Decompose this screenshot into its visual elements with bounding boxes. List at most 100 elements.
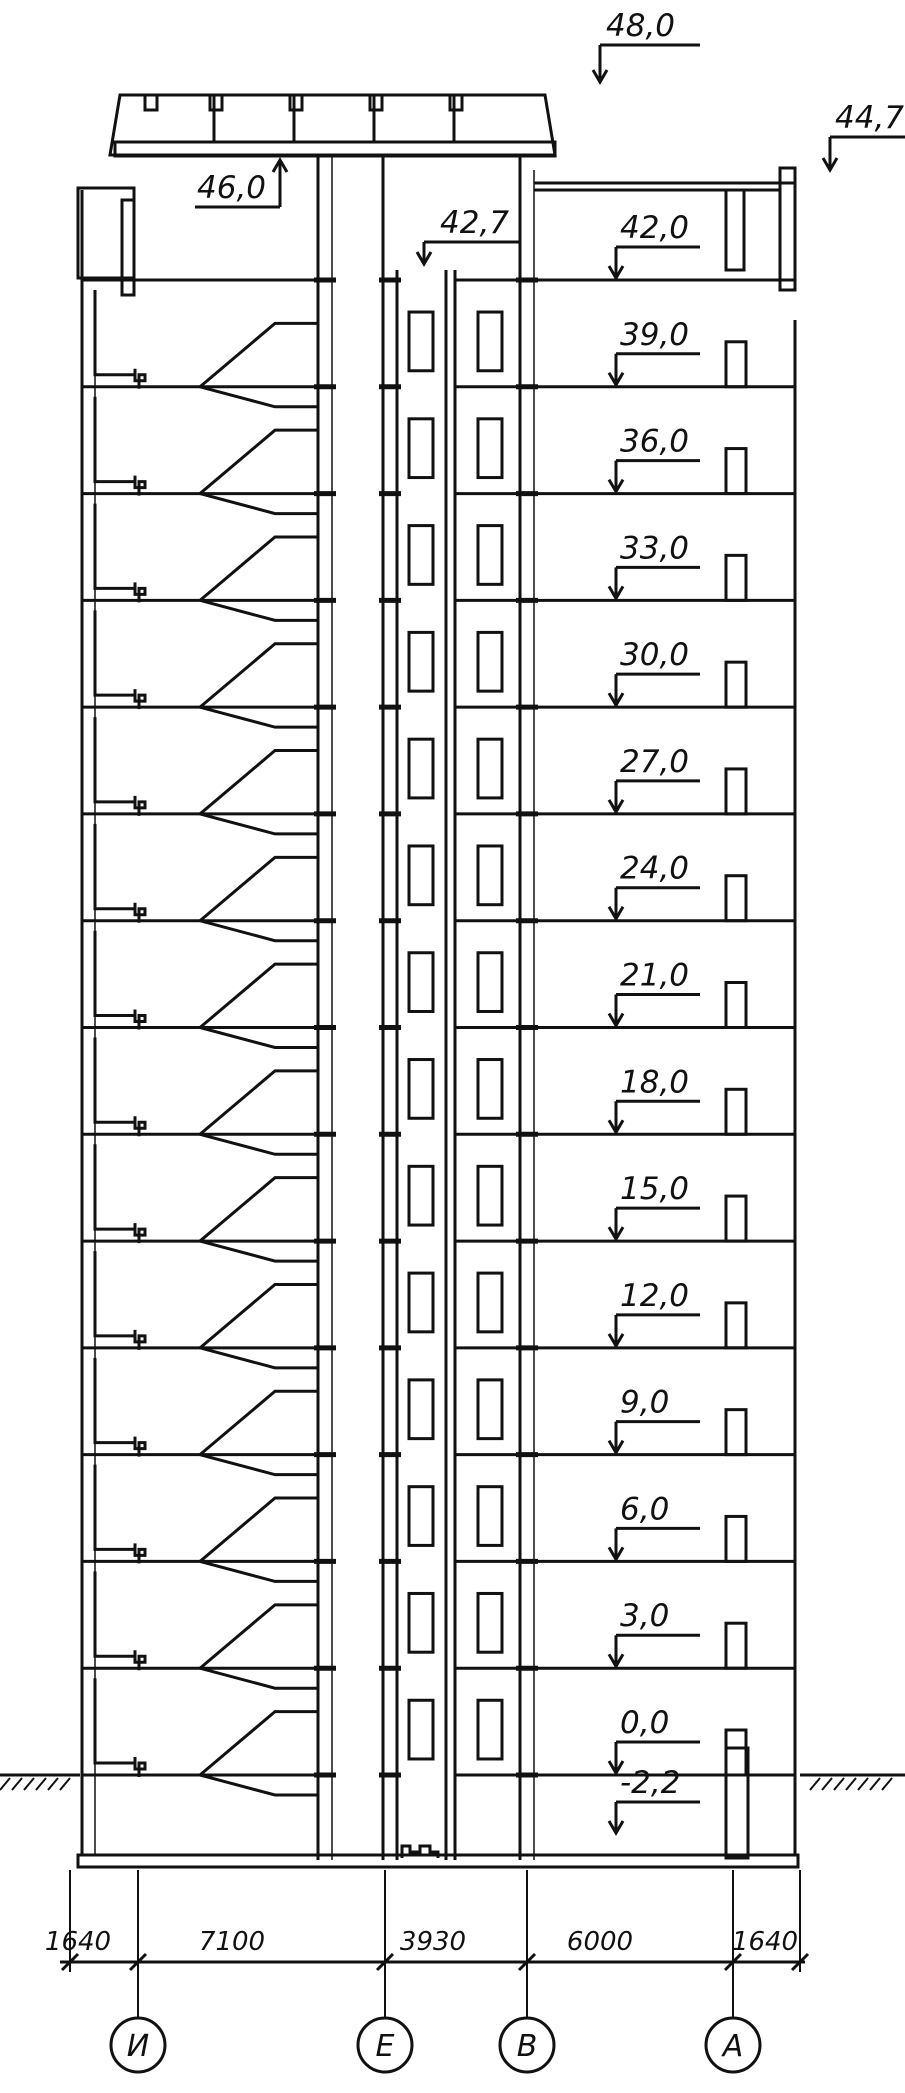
shaft-opening (407, 1378, 435, 1441)
roof-elevation-markers (195, 43, 905, 267)
shaft-opening (407, 417, 435, 480)
shaft-opening (407, 524, 435, 586)
gallery-brace (199, 1603, 318, 1670)
shaft-opening (407, 1698, 435, 1761)
axis-bubble (109, 2016, 167, 2074)
gallery-brace (199, 749, 318, 816)
gallery-brace (199, 1282, 318, 1350)
balcony-parapet (724, 553, 748, 602)
shaft-opening (476, 1164, 504, 1227)
shaft-opening (407, 1164, 435, 1227)
shaft-opening (476, 1591, 504, 1654)
elevation-marker (607, 1099, 700, 1136)
gallery-brace (199, 1069, 318, 1136)
shaft-opening (476, 1271, 504, 1334)
shaft-opening (407, 1058, 435, 1120)
balcony-parapet (724, 660, 748, 709)
elevation-marker (607, 1420, 700, 1456)
shaft-opening (407, 951, 435, 1013)
floor-elevation-label: 3,0 (620, 1598, 669, 1634)
floor-elevation-label: 33,0 (620, 530, 689, 566)
elevation-marker (607, 993, 700, 1029)
elevation-label-core-roof: 42,7 (440, 205, 509, 241)
shaft-opening (407, 844, 435, 907)
shaft-opening (476, 951, 504, 1013)
balcony-parapet (724, 1728, 748, 1777)
balcony-parapet (724, 1194, 748, 1243)
shaft-opening (476, 630, 504, 693)
elevation-label-machine-room: 46,0 (197, 170, 266, 206)
floor-elevation-label: 39,0 (620, 317, 689, 353)
shaft-opening (407, 1485, 435, 1547)
balcony-parapet (724, 340, 748, 389)
elevation-marker (607, 779, 700, 815)
elevation-marker (607, 1633, 700, 1670)
roof-elevation-labels: 48,0 44,7 46,0 42,7 (197, 8, 904, 241)
balcony-parapet (724, 1514, 748, 1563)
shaft-opening (407, 630, 435, 693)
floor-elevation-label: 36,0 (620, 424, 689, 460)
balcony-parapet (724, 1301, 748, 1350)
elevation-marker (607, 672, 700, 709)
axis-bubble (498, 2016, 556, 2074)
gallery-brace (199, 1389, 318, 1456)
balcony-parapet (724, 1408, 748, 1457)
dimension-label: 1640 (732, 1927, 798, 1957)
gallery-brace (199, 855, 318, 922)
shaft-opening (476, 1378, 504, 1441)
elevation-marker (607, 459, 700, 495)
shaft-opening (476, 1698, 504, 1761)
axis-bubble (704, 2016, 762, 2074)
shaft-opening (407, 310, 435, 373)
gallery-brace (199, 962, 318, 1029)
balcony-parapet (724, 447, 748, 496)
dimension-label: 1640 (45, 1927, 111, 1957)
floor-elevation-label: 6,0 (620, 1491, 669, 1527)
elevation-marker (607, 1800, 700, 1836)
floor-elevation-label: 12,0 (620, 1278, 689, 1314)
shaft-opening (476, 844, 504, 907)
shaft-opening (476, 524, 504, 586)
shaft-opening (407, 1271, 435, 1334)
floor-elevation-label: 42,0 (620, 210, 689, 246)
elevation-marker (607, 565, 700, 602)
elevation-label-parapet: 44,7 (835, 100, 904, 136)
gallery-brace (199, 1176, 318, 1243)
gallery-brace (199, 535, 318, 602)
balcony-parapet (724, 874, 748, 923)
axis-label: И (127, 2029, 149, 2064)
gallery-brace (199, 1710, 318, 1777)
balcony-parapet (724, 767, 748, 816)
floor-elevation-label: 18,0 (620, 1064, 689, 1100)
balcony-parapet (724, 1621, 748, 1670)
elevation-marker (607, 1313, 700, 1349)
floor-elevation-label: -2,2 (620, 1765, 681, 1801)
shaft-opening (476, 1058, 504, 1120)
shaft-opening (476, 737, 504, 800)
gallery-brace (199, 321, 318, 388)
dimension-label: 7100 (199, 1927, 265, 1957)
elevation-marker (607, 886, 700, 922)
gallery-brace (199, 428, 318, 495)
elevation-label-top: 48,0 (606, 8, 675, 44)
elevation-marker (607, 352, 700, 388)
floor-elevation-label: 9,0 (620, 1385, 669, 1421)
balcony-parapet (724, 1087, 748, 1136)
floor-elevation-label: 27,0 (620, 744, 689, 780)
floor-elevation-label: 24,0 (620, 851, 689, 887)
gallery-brace (199, 642, 318, 709)
dimension-label: 6000 (567, 1927, 633, 1957)
elevation-marker (607, 1206, 700, 1243)
shaft-opening (407, 1591, 435, 1654)
floor-elevation-label: 0,0 (620, 1705, 669, 1741)
shaft-opening (476, 1485, 504, 1547)
balcony-parapet (724, 981, 748, 1029)
floor-elevation-label: 21,0 (620, 958, 689, 994)
floor-elevation-label: 15,0 (620, 1171, 689, 1207)
axis-label: Е (376, 2029, 395, 2064)
shaft-opening (476, 310, 504, 373)
elevation-marker (607, 245, 700, 281)
elevation-marker (607, 1526, 700, 1563)
shaft-opening (476, 417, 504, 480)
